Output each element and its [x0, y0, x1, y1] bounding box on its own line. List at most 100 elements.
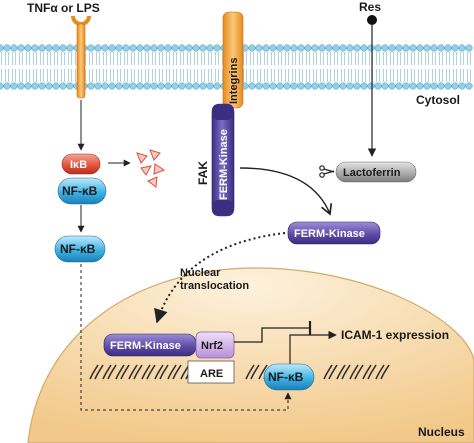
- lipid-head: [437, 44, 445, 52]
- ferm-kinase-nuclear-label: FERM-Kinase: [110, 340, 181, 352]
- lipid-head: [115, 82, 123, 90]
- lipid-head: [122, 82, 130, 90]
- dna-strand-segment: [354, 364, 364, 380]
- nfkb-dna-label: NF-κB: [268, 370, 304, 384]
- res-label: Res: [359, 0, 381, 14]
- lipid-head: [87, 44, 95, 52]
- lipid-head: [269, 82, 277, 90]
- dna-strand-segment: [141, 364, 151, 380]
- lipid-head: [325, 82, 333, 90]
- ferm-kinase-vertical-label: FERM-Kinase: [218, 129, 230, 200]
- lipid-head: [381, 44, 389, 52]
- dna-strand-segment: [102, 364, 112, 380]
- lipid-head: [444, 82, 452, 90]
- dna-strand-segment: [94, 364, 104, 380]
- dna-strand-segment: [115, 364, 125, 380]
- lipid-head: [3, 44, 11, 52]
- lipid-head: [192, 44, 200, 52]
- lipid-head: [339, 82, 347, 90]
- lipid-head: [0, 44, 4, 52]
- nrf2-label: Nrf2: [201, 340, 223, 352]
- lipid-head: [409, 44, 417, 52]
- lipid-head: [129, 82, 137, 90]
- lipid-head: [353, 44, 361, 52]
- lipid-head: [297, 44, 305, 52]
- lipid-head: [66, 44, 74, 52]
- nfkb-free-label: NF-κB: [60, 242, 96, 256]
- ikb-label: IκB: [70, 159, 87, 171]
- integrins-label: Integrins: [228, 58, 240, 104]
- dna-strand-segment: [172, 364, 182, 380]
- lipid-head: [283, 44, 291, 52]
- lipid-head: [171, 44, 179, 52]
- lipid-head: [381, 82, 389, 90]
- lipid-head: [108, 82, 116, 90]
- lipid-head: [185, 82, 193, 90]
- lipid-head: [451, 82, 459, 90]
- lipid-head: [17, 82, 25, 90]
- lipid-head: [304, 44, 312, 52]
- lipid-head: [255, 82, 263, 90]
- dna-strand-segment: [323, 364, 333, 380]
- nuclear-translocation-arrow: [154, 232, 286, 324]
- dna-strand-segment: [250, 364, 260, 380]
- lipid-head: [437, 82, 445, 90]
- lipid-head: [360, 82, 368, 90]
- lipid-head: [416, 82, 424, 90]
- cytosol-label: Cytosol: [416, 93, 460, 107]
- lipid-head: [136, 82, 144, 90]
- lipid-head: [276, 44, 284, 52]
- lipid-head: [199, 44, 207, 52]
- lipid-head: [178, 82, 186, 90]
- lipid-head: [269, 44, 277, 52]
- lipid-head: [318, 82, 326, 90]
- lipid-head: [45, 82, 53, 90]
- lipid-head: [430, 82, 438, 90]
- lipid-head: [423, 44, 431, 52]
- lipid-head: [38, 82, 46, 90]
- nucleus-label: Nucleus: [418, 425, 465, 439]
- lipid-head: [402, 82, 410, 90]
- lipid-head: [395, 82, 403, 90]
- lipid-head: [416, 44, 424, 52]
- lipid-head: [388, 82, 396, 90]
- ikb-nfkb-complex: [57, 153, 107, 205]
- lipid-head: [150, 82, 158, 90]
- lipid-head: [171, 82, 179, 90]
- dna-strand-segment: [341, 364, 351, 380]
- lipid-head: [157, 82, 165, 90]
- fak-ferm-kinase: [211, 103, 235, 217]
- lipid-head: [458, 44, 466, 52]
- lipid-head: [430, 44, 438, 52]
- lactoferrin-label: Lactoferrin: [343, 167, 401, 179]
- lipid-head: [255, 44, 263, 52]
- lipid-head: [311, 44, 319, 52]
- lipid-head: [297, 82, 305, 90]
- lipid-head: [213, 44, 221, 52]
- lipid-head: [325, 44, 333, 52]
- dna-strand-segment: [128, 364, 138, 380]
- lipid-head: [199, 82, 207, 90]
- dna-strand-segment: [336, 364, 346, 380]
- icam-expression-label: ICAM-1 expression: [341, 328, 449, 342]
- lipid-head: [45, 44, 53, 52]
- lipid-head: [276, 82, 284, 90]
- lipid-head: [122, 44, 130, 52]
- lipid-head: [38, 44, 46, 52]
- lipid-head: [3, 82, 11, 90]
- dna-strand-segment: [362, 364, 372, 380]
- dna-strand-segment: [133, 364, 143, 380]
- lipid-head: [318, 44, 326, 52]
- lipid-head: [409, 82, 417, 90]
- lipid-head: [31, 82, 39, 90]
- lipid-head: [164, 44, 172, 52]
- nfkb-complex-label: NF-κB: [62, 184, 98, 198]
- lipid-head: [248, 82, 256, 90]
- lipid-head: [465, 82, 473, 90]
- cleavage-arrow: [239, 167, 333, 216]
- lipid-head: [192, 82, 200, 90]
- lipid-head: [24, 44, 32, 52]
- dna-strand-segment: [167, 364, 177, 380]
- lipid-head: [87, 82, 95, 90]
- lipid-head: [367, 44, 375, 52]
